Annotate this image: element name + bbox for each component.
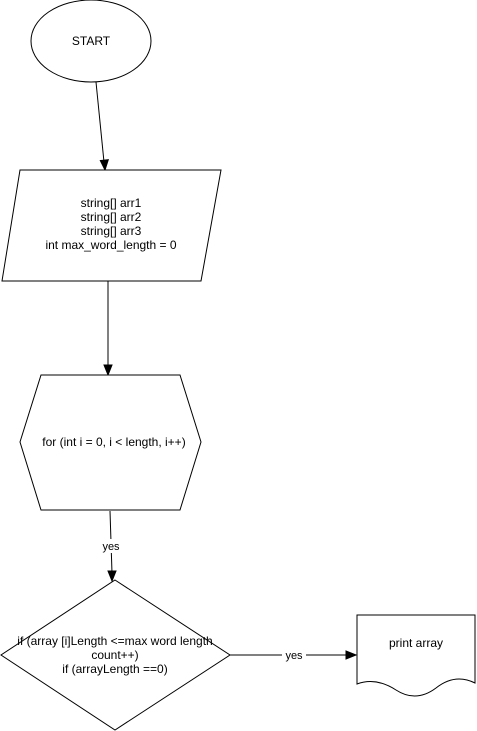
condition-node: if (array [i]Length <=max word length co… — [0, 579, 231, 731]
declare-node: string[] arr1 string[] arr2 string[] arr… — [1, 169, 222, 282]
declare-node-line-4: int max_word_length = 0 — [45, 238, 176, 252]
edge-label-loop-condition: yes — [102, 541, 120, 553]
edge-label-condition-output: yes — [285, 650, 303, 662]
output-node: print array — [356, 614, 476, 697]
declare-node-line-3: string[] arr3 — [81, 224, 142, 238]
condition-node-line-2: count++) — [91, 648, 138, 662]
edge-loop-to-condition: yes — [99, 510, 123, 583]
loop-node-label: for (int i = 0, i < length, i++) — [42, 435, 185, 449]
condition-node-line-3: if (arrayLength ==0) — [62, 662, 167, 676]
declare-node-line-2: string[] arr2 — [81, 210, 142, 224]
condition-node-line-1: if (array [i]Length <=max word length — [17, 634, 212, 648]
edge-condition-to-output: yes — [230, 648, 358, 662]
start-node-label: START — [72, 34, 111, 48]
edge-declare-to-loop — [103, 281, 113, 377]
output-node-label: print array — [389, 636, 443, 650]
loop-node: for (int i = 0, i < length, i++) — [19, 374, 202, 511]
declare-node-line-1: string[] arr1 — [81, 196, 142, 210]
start-node: START — [30, 0, 152, 83]
edge-start-to-declare — [95, 81, 110, 172]
